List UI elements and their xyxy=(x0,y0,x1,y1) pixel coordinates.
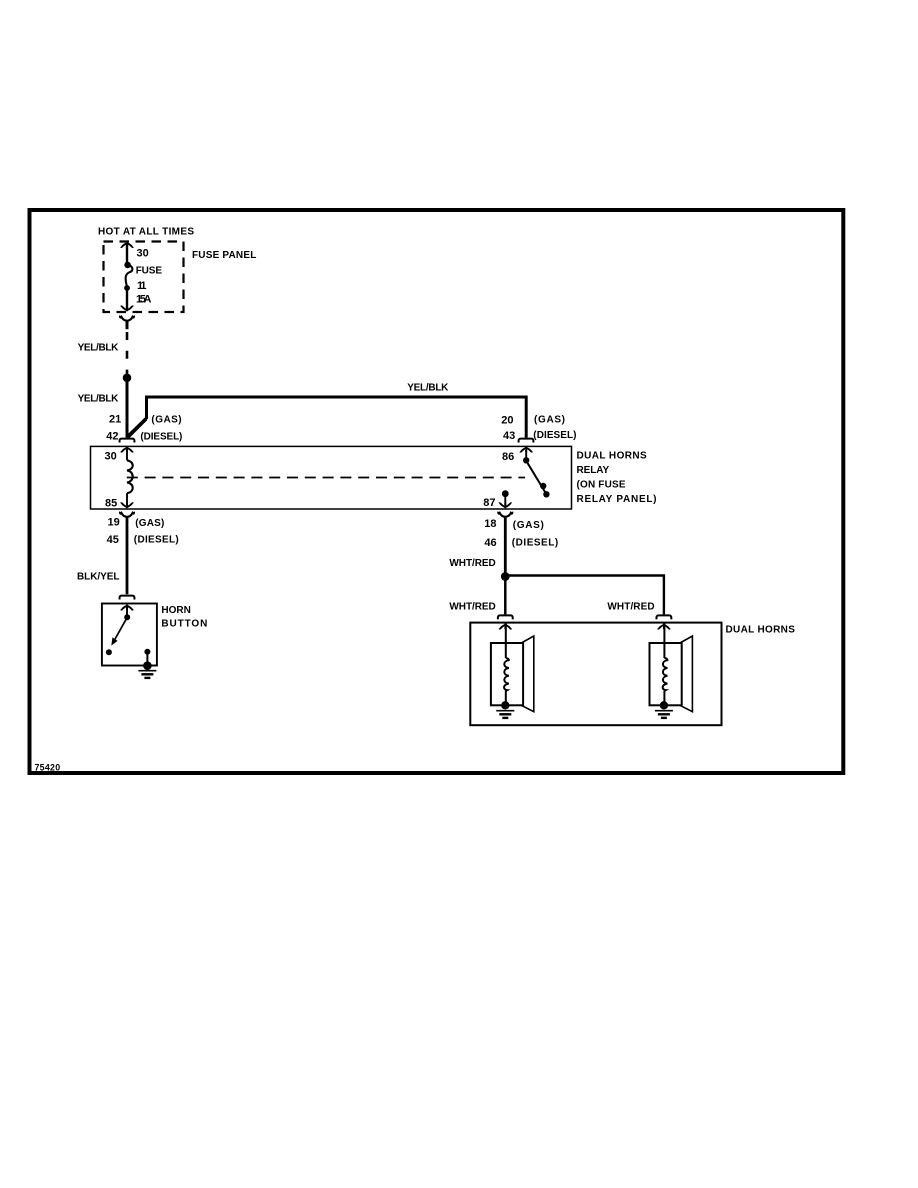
svg-text:FUSE: FUSE xyxy=(136,266,163,277)
svg-text:BUTTON: BUTTON xyxy=(161,619,207,630)
svg-text:86: 86 xyxy=(502,451,514,463)
svg-text:11: 11 xyxy=(137,280,147,292)
svg-text:DUAL HORNS: DUAL HORNS xyxy=(577,450,648,461)
svg-text:75420: 75420 xyxy=(35,762,61,772)
svg-text:(GAS): (GAS) xyxy=(135,518,164,529)
svg-text:30: 30 xyxy=(105,451,117,463)
svg-text:(GAS): (GAS) xyxy=(513,520,544,531)
svg-text:YEL/BLK: YEL/BLK xyxy=(78,343,120,354)
svg-text:21: 21 xyxy=(109,413,121,425)
svg-text:30: 30 xyxy=(137,248,149,260)
svg-text:19: 19 xyxy=(108,517,120,529)
svg-text:FUSE PANEL: FUSE PANEL xyxy=(192,250,256,261)
svg-text:(DIESEL): (DIESEL) xyxy=(533,430,576,441)
svg-text:(GAS): (GAS) xyxy=(151,415,181,426)
svg-text:45: 45 xyxy=(107,534,119,546)
svg-text:(DIESEL): (DIESEL) xyxy=(512,538,558,549)
svg-text:46: 46 xyxy=(484,537,496,549)
svg-text:(DIESEL): (DIESEL) xyxy=(140,432,182,443)
svg-text:(DIESEL): (DIESEL) xyxy=(134,534,179,545)
svg-text:(ON FUSE: (ON FUSE xyxy=(577,479,626,490)
svg-text:(GAS): (GAS) xyxy=(534,414,565,425)
svg-text:15A: 15A xyxy=(136,293,152,305)
svg-text:DUAL HORNS: DUAL HORNS xyxy=(726,625,796,636)
svg-text:HOT AT ALL TIMES: HOT AT ALL TIMES xyxy=(98,227,194,238)
svg-text:WHT/RED: WHT/RED xyxy=(607,601,654,612)
svg-text:YEL/BLK: YEL/BLK xyxy=(407,383,449,394)
svg-text:RELAY PANEL): RELAY PANEL) xyxy=(577,494,657,505)
svg-text:18: 18 xyxy=(484,518,496,530)
svg-text:WHT/RED: WHT/RED xyxy=(449,558,495,569)
svg-text:YEL/BLK: YEL/BLK xyxy=(78,394,120,405)
svg-text:87: 87 xyxy=(483,497,495,509)
svg-text:20: 20 xyxy=(501,414,513,426)
svg-text:85: 85 xyxy=(105,497,117,509)
svg-text:HORN: HORN xyxy=(161,605,191,616)
svg-text:43: 43 xyxy=(503,430,515,442)
svg-text:WHT/RED: WHT/RED xyxy=(449,601,495,612)
svg-text:42: 42 xyxy=(106,430,118,442)
svg-text:BLK/YEL: BLK/YEL xyxy=(77,572,120,583)
svg-text:RELAY: RELAY xyxy=(577,465,610,476)
